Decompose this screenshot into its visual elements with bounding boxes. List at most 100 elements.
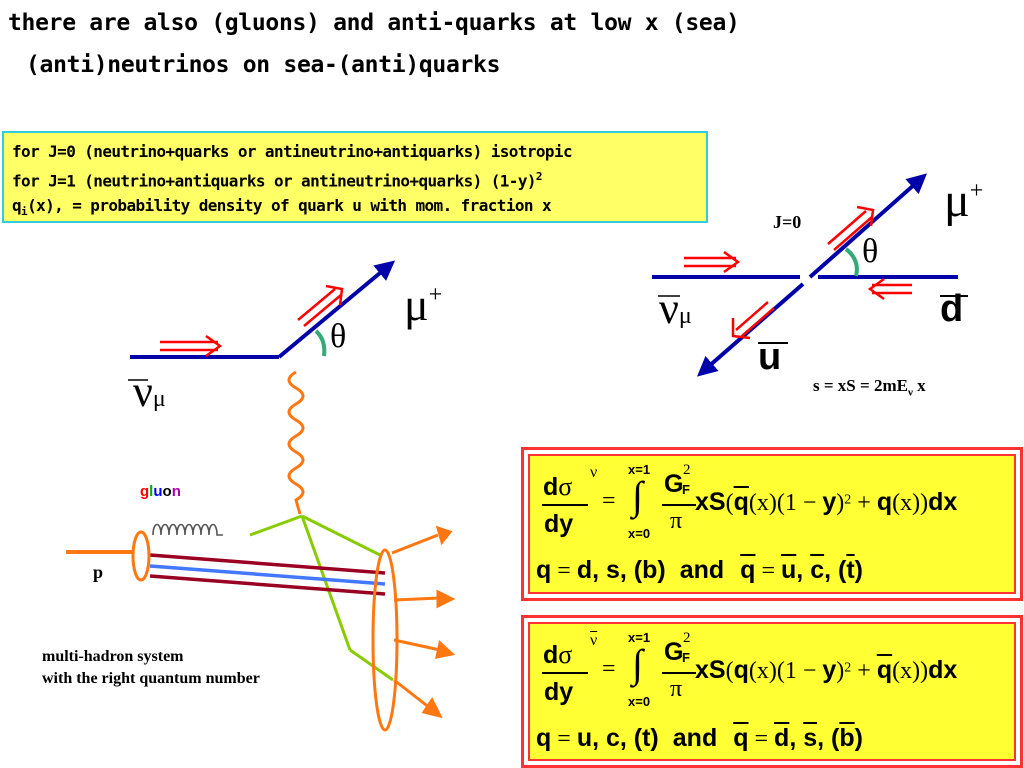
info-q: q — [12, 196, 22, 216]
proton-line-2 — [149, 564, 386, 586]
f1-dx: dx — [928, 488, 958, 516]
formula-panel-antineutrino: dσ ν dy = x=1 ∫ x=0 G 2 F π xS(q(x)(1 − … — [528, 622, 1016, 761]
f2-equals: = — [602, 656, 616, 682]
formula-box-neutrino: dσ ν dy = x=1 ∫ x=0 G 2 F π xS(q(x)(1 − … — [521, 447, 1023, 601]
f1-y: y — [822, 488, 837, 516]
f1-paren: ( — [725, 490, 734, 516]
f1-row2-b: c — [810, 556, 825, 584]
right-theta-label: θ — [862, 233, 879, 270]
info-box: for J=0 (neutrino+quarks or antineutrino… — [2, 131, 708, 223]
left-nu-sub: μ — [152, 386, 166, 412]
left-theta-arc — [314, 329, 327, 357]
f1-upper-limit: x=1 — [628, 462, 651, 477]
f1-row2-eq: = — [551, 558, 577, 584]
right-mu-sup: + — [969, 178, 984, 204]
f2-paren: ( — [725, 658, 734, 684]
right-mu: μ — [944, 174, 970, 227]
left-mu: μ — [404, 279, 429, 330]
info-line-density: qi(x), = probability density of quark u … — [12, 193, 700, 224]
f1-close: ) — [836, 490, 845, 516]
f2-g: G — [664, 638, 684, 666]
proton-label: p — [93, 562, 104, 582]
left-muon-line — [277, 260, 396, 359]
right-nu-sub: μ — [678, 303, 692, 329]
f1-gf: G — [664, 470, 683, 499]
f1-row2-list: d, s, (b) — [576, 556, 666, 584]
f2-xs: xS — [695, 656, 726, 684]
f1-row2-qbar: q — [740, 556, 756, 584]
f2-lower-limit: x=0 — [628, 694, 651, 709]
info-line-j1-sup: 2 — [535, 170, 543, 183]
hadron-caption-line1: multi-hadron system — [42, 648, 184, 665]
left-quark-line-c — [300, 515, 352, 651]
right-neutrino-symbol: νμ — [659, 283, 692, 334]
f2-integral-sign: ∫ — [632, 641, 643, 686]
f2-row2-list: u, c, (t) — [576, 724, 659, 752]
gluon-letter: n — [171, 483, 181, 500]
left-theta-label: θ — [330, 318, 347, 355]
right-u-momentum-arrow — [731, 301, 775, 340]
f2-y: y — [822, 656, 837, 684]
f1-gf-sub: F — [682, 482, 690, 497]
f2-close: ) — [836, 658, 845, 684]
proton-line-1 — [149, 553, 386, 575]
f2-row2-eq: = — [551, 726, 577, 752]
f1-plus: + — [851, 490, 877, 516]
f1-d: dσ — [543, 472, 572, 502]
f1-gf-sup: 2 — [683, 462, 691, 478]
f2-body: xS(q(x)(1 − y)2 + q(x))dx — [695, 656, 957, 685]
f2-row2-qbar: q — [733, 724, 749, 752]
f2-row2-b: s — [803, 724, 818, 752]
gluon-letter: o — [162, 483, 172, 500]
j0-label: J=0 — [773, 212, 802, 232]
info-line-j0: for J=0 (neutrino+quarks or antineutrino… — [12, 142, 573, 161]
left-quark-line-b — [301, 514, 381, 557]
f1-d-text: d — [543, 473, 559, 501]
left-w-boson-wavy — [287, 370, 305, 515]
f2-gf-bar — [662, 672, 696, 674]
slide-title-line1: there are also (gluons) and anti-quarks … — [8, 10, 740, 36]
info-line-j1-text: for J=1 (neutrino+antiquarks or antineut… — [12, 171, 537, 191]
f1-x2: (x)) — [892, 490, 929, 516]
f1-x1: (x) — [748, 490, 777, 516]
gluon-letter: g — [140, 483, 150, 500]
f2-pi: π — [670, 676, 683, 702]
slide-title-line2: (anti)neutrinos on sea-(anti)quarks — [26, 52, 501, 78]
hadron-caption-line2: with the right quantum number — [42, 670, 260, 687]
f2-row2-a: d — [774, 724, 790, 752]
right-ubar-label: u — [758, 336, 782, 378]
f1-integral-sign: ∫ — [632, 473, 643, 518]
right-nu: ν — [659, 284, 679, 333]
left-quark-line-a — [249, 514, 303, 537]
f2-row2-and: and — [672, 724, 718, 752]
f1-qbar: q — [733, 488, 749, 516]
f1-row2-c: t — [846, 556, 855, 584]
left-neutrino-symbol: νμ — [133, 366, 166, 417]
f1-fraction-bar — [542, 504, 588, 506]
formula-box-antineutrino: dσ ν dy = x=1 ∫ x=0 G 2 F π xS(q(x)(1 − … — [521, 615, 1023, 768]
f1-pi: π — [670, 508, 683, 534]
left-gluon-curly — [152, 523, 223, 536]
right-neutrino-momentum-arrow — [684, 250, 741, 274]
f2-plus: + — [851, 658, 877, 684]
f2-row2-eq2: = — [748, 726, 775, 752]
right-theta-arc — [844, 247, 859, 277]
f2-x1: (x) — [748, 658, 777, 684]
f1-row2-a: u — [781, 556, 797, 584]
gluon-letter: l — [149, 483, 154, 500]
f2-gf-sub: F — [682, 650, 690, 665]
f2-d-text: d — [543, 641, 559, 669]
f2-row2-c: b — [839, 724, 855, 752]
f1-q: q — [876, 488, 893, 516]
proton-ellipse — [131, 530, 151, 582]
f2-sup: ν — [590, 632, 598, 649]
f1-body: xS(q(x)(1 − y)2 + q(x))dx — [695, 488, 957, 517]
gluon-label: gluon — [140, 483, 181, 500]
gluon-letter: u — [153, 483, 163, 500]
s-equation: s = xS = 2mEν x — [813, 376, 926, 398]
f2-oneminus: (1 − — [776, 658, 823, 684]
right-muon-symbol: μ+ — [944, 173, 983, 228]
hadron-jets — [391, 525, 456, 719]
